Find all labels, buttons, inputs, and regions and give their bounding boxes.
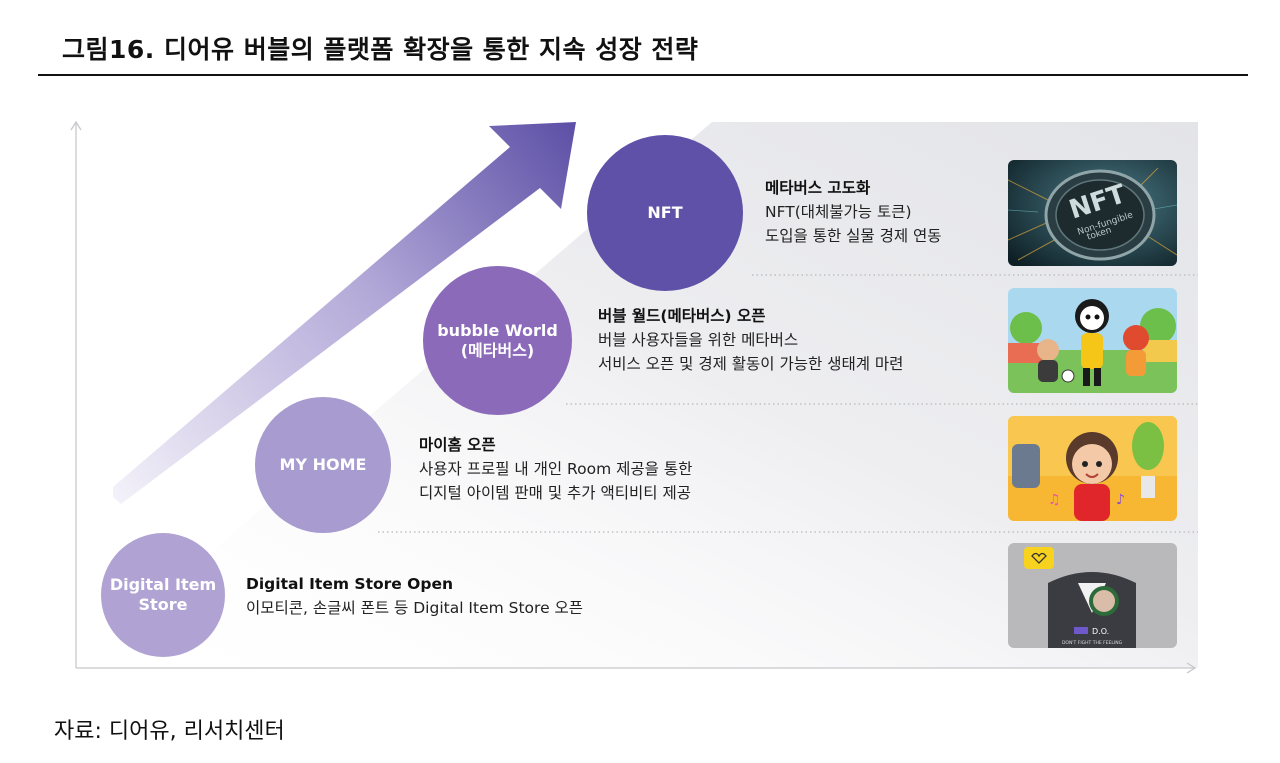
stage-line: 이모티콘, 손글씨 폰트 등 Digital Item Store 오픈 <box>246 599 584 617</box>
stage-description-nft: 메타버스 고도화 NFT(대체불가능 토큰) 도입을 통한 실물 경제 연동 <box>765 176 942 248</box>
circle-label: Digital Item <box>109 575 217 594</box>
circle-label: NFT <box>647 203 683 222</box>
title-rule <box>38 74 1248 76</box>
stage-circle-my-home: MY HOME <box>255 397 391 533</box>
circle-label: Store <box>138 595 188 614</box>
member-badge: D.O. <box>1092 627 1109 636</box>
stage-heading: 메타버스 고도화 <box>765 179 871 197</box>
stage-heading: 버블 월드(메타버스) 오픈 <box>598 307 766 325</box>
stage-line: 도입을 통한 실물 경제 연동 <box>765 227 942 245</box>
stage-line: 서비스 오픈 및 경제 활동이 가능한 생태계 마련 <box>598 355 904 373</box>
my-home-image: ♫ ♪ <box>1008 416 1177 521</box>
album-caption: DON'T FIGHT THE FEELING <box>1062 640 1123 646</box>
stage-line: NFT(대체불가능 토큰) <box>765 203 912 221</box>
stage-line: 디지털 아이템 판매 및 추가 액티비티 제공 <box>419 484 691 502</box>
figure-title: 그림16. 디어유 버블의 플랫폼 확장을 통한 지속 성장 전략 <box>62 35 699 64</box>
circle-label: (메타버스) <box>460 340 535 360</box>
stage-description-digital-item-store: Digital Item Store Open 이모티콘, 손글씨 폰트 등 D… <box>246 572 583 620</box>
growth-arrow <box>113 122 576 504</box>
axes <box>70 120 1197 674</box>
bubble-world-image <box>1008 288 1177 393</box>
stage-circle-digital-item-store: Digital Item Store <box>101 533 225 657</box>
dotted-separators <box>378 274 1198 533</box>
music-note-icon: ♫ <box>1048 492 1061 508</box>
circle-label: MY HOME <box>279 455 367 474</box>
stage-heading: 마이홈 오픈 <box>419 436 496 454</box>
music-note-icon: ♪ <box>1116 492 1125 508</box>
stage-line: 버블 사용자들을 위한 메타버스 <box>598 331 799 349</box>
stage-circle-bubble-world: bubble World (메타버스) <box>423 266 572 415</box>
stage-circle-nft: NFT <box>587 135 743 291</box>
digital-item-store-image: D.O. DON'T FIGHT THE FEELING <box>1008 543 1177 648</box>
stage-line: 사용자 프로필 내 개인 Room 제공을 통한 <box>419 460 693 478</box>
circle-label: bubble World <box>437 320 558 340</box>
nft-coin-image: NFT Non-fungible token <box>1008 160 1177 266</box>
background-wedge <box>76 122 1198 668</box>
stage-description-bubble-world: 버블 월드(메타버스) 오픈 버블 사용자들을 위한 메타버스 서비스 오픈 및… <box>598 304 903 376</box>
source-note: 자료: 디어유, 리서치센터 <box>54 719 285 744</box>
stage-description-my-home: 마이홈 오픈 사용자 프로필 내 개인 Room 제공을 통한 디지털 아이템 … <box>419 433 692 505</box>
stage-heading: Digital Item Store Open <box>246 575 453 593</box>
